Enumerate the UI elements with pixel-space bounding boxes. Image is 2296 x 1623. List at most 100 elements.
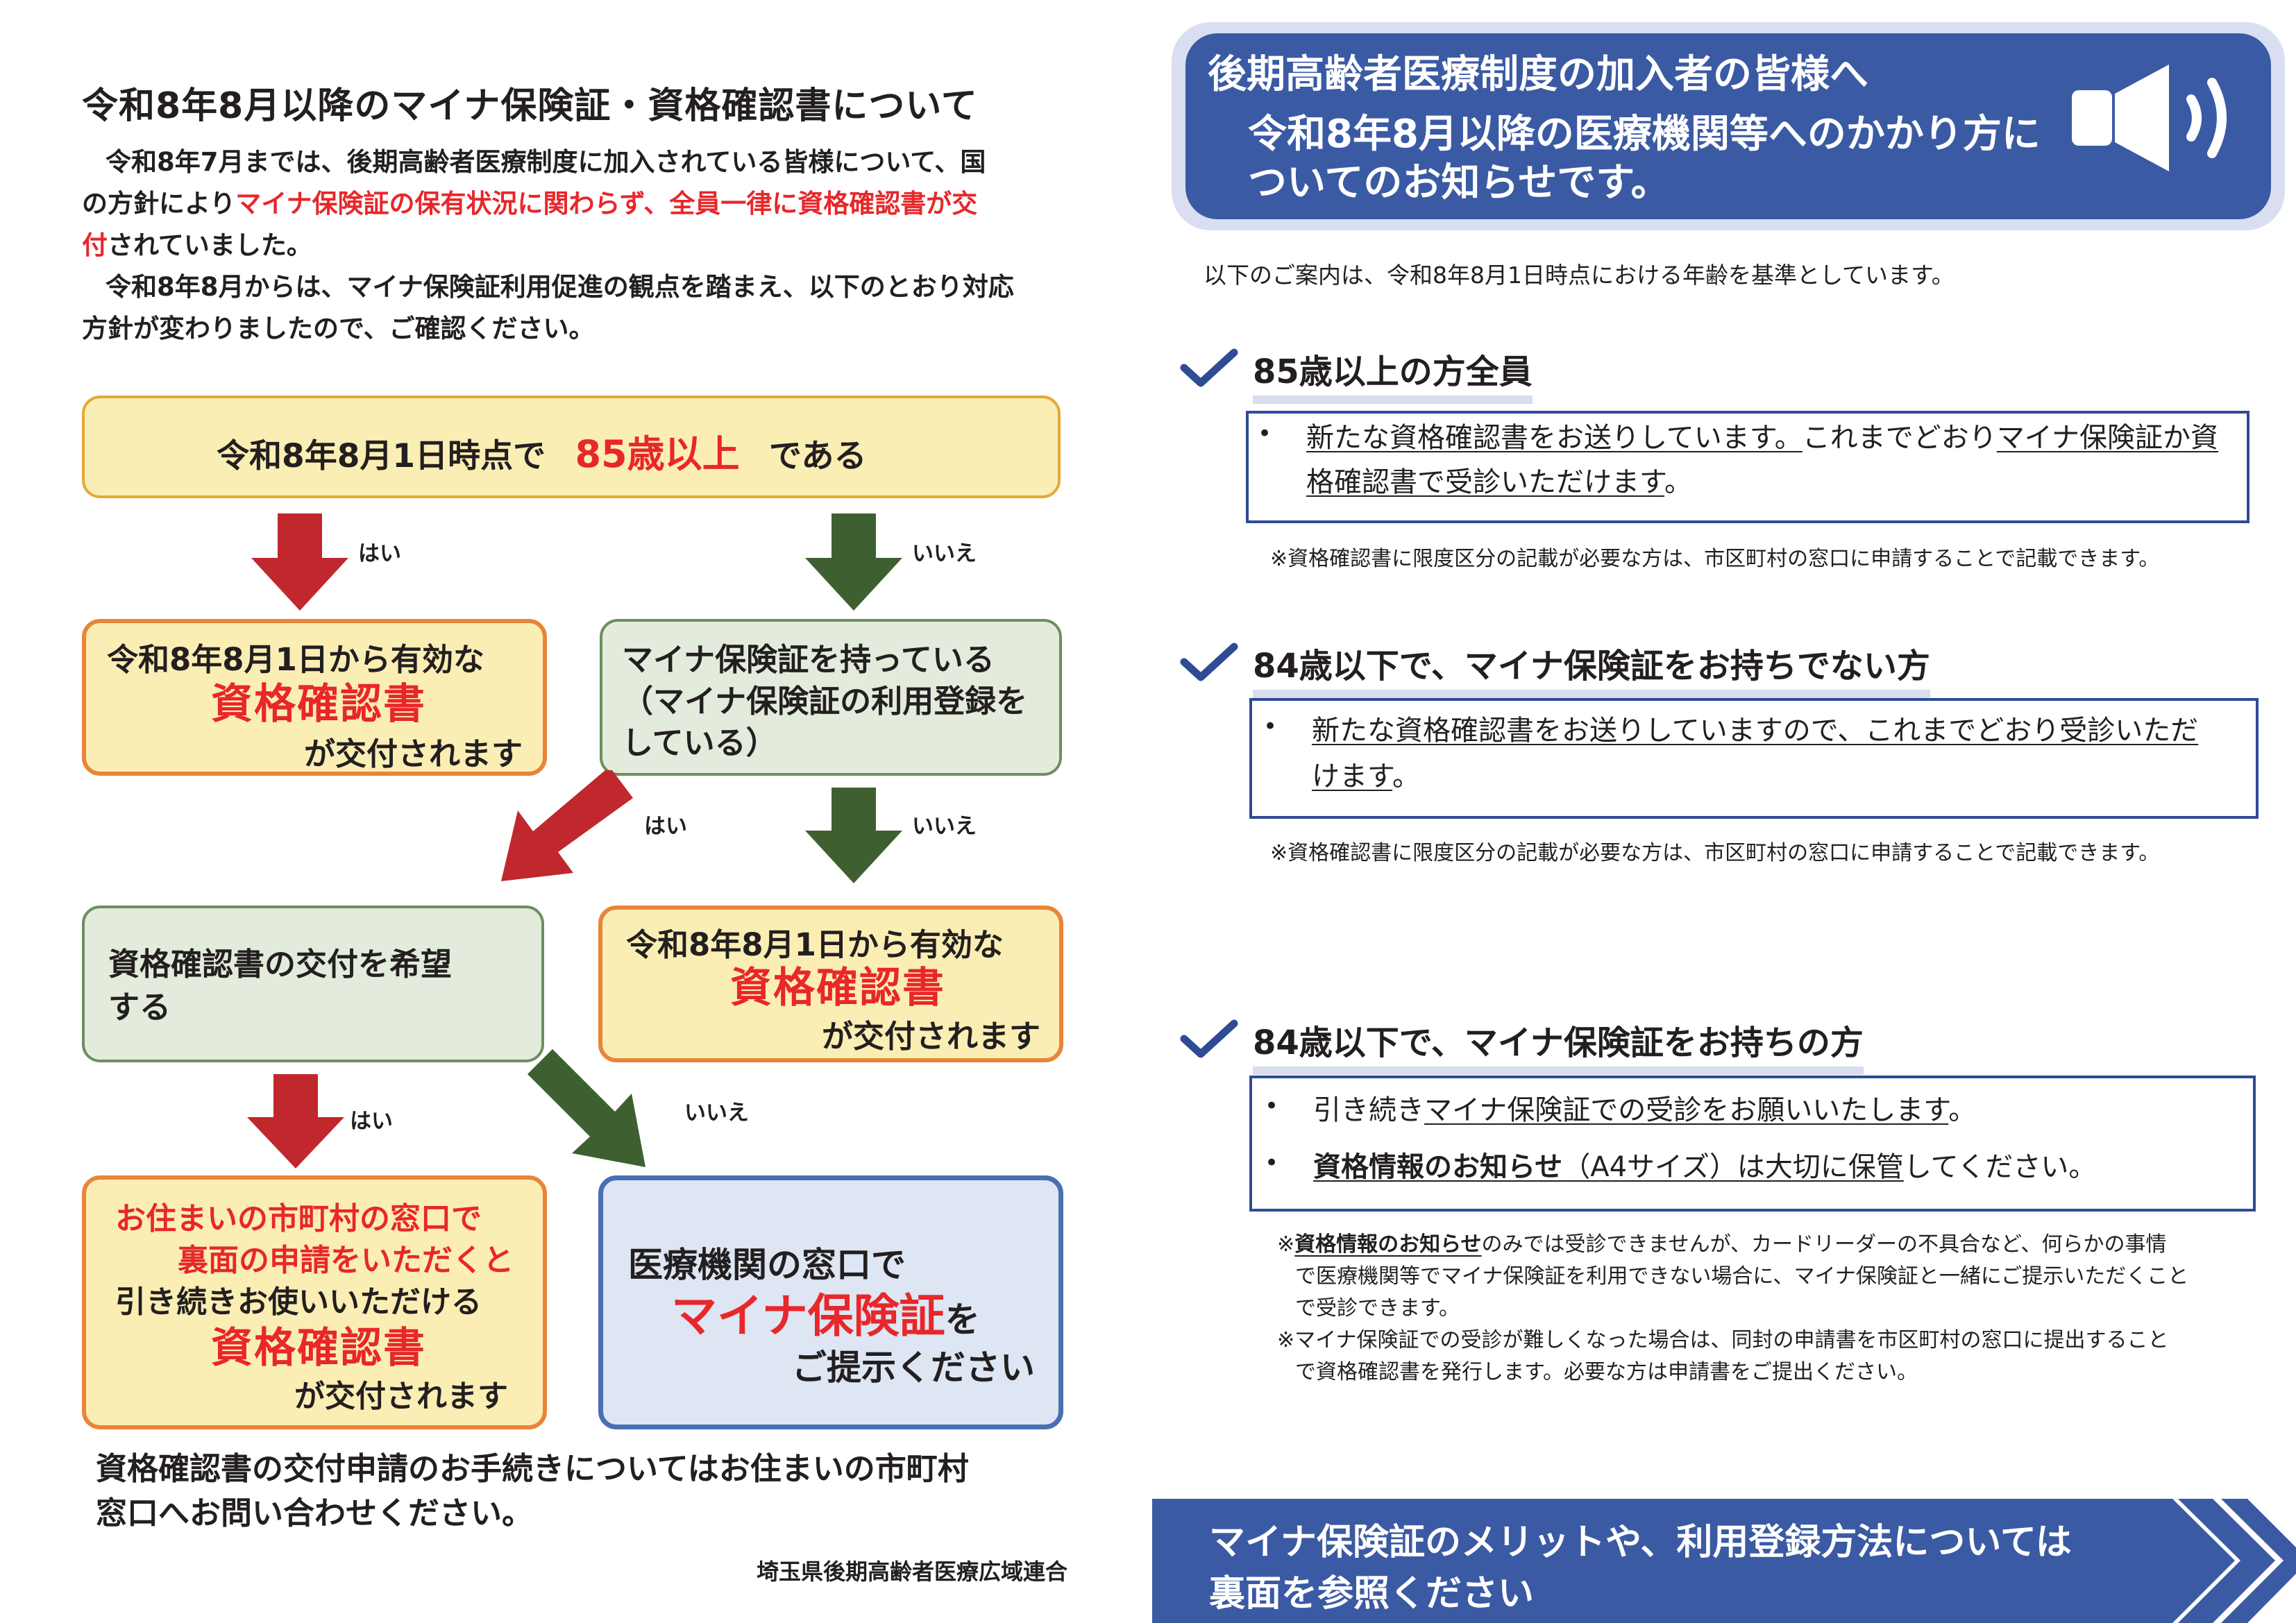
section-note: ※資格確認書に限度区分の記載が必要な方は、市区町村の窓口に申請することで記載でき… (1270, 841, 2160, 865)
arrow-diagonal-green (527, 1049, 645, 1167)
result-text: を (945, 1300, 980, 1340)
result-highlight: 裏面の申請をいただくと (178, 1243, 514, 1278)
result-highlight: 資格確認書 (211, 680, 426, 729)
yes-label: はい (644, 814, 687, 839)
question-text: 令和8年8月1日時点で 85歳以上 である (217, 423, 867, 478)
text: 。 (1392, 760, 1420, 792)
no-label: いいえ (912, 814, 977, 839)
section-line: 資格情報のお知らせ（A4サイズ）は大切に保管してください。 (1313, 1144, 2096, 1184)
underlined-text: 新たな資格確認書 (1306, 422, 1528, 454)
question-line: している） (622, 724, 777, 761)
result-line: マイナ保険証を (671, 1279, 980, 1345)
text: これまでどおり (1802, 422, 1997, 454)
underlined-text: マイナ保険証 (1424, 1094, 1591, 1126)
footer-note: 資格確認書の交付申請のお手続きについてはお住まいの市町村 窓口へお問い合わせくだ… (96, 1447, 1067, 1536)
result-apply-at-municipality: お住まいの市町村の窓口で 裏面の申請をいただくと 引き続きお使いいただける 資格… (82, 1175, 547, 1429)
section-note: で資格確認書を発行します。必要な方は申請書をご提出ください。 (1295, 1360, 1918, 1384)
bullet: • (1258, 420, 1272, 448)
underlined-text: で受診いただけます (1417, 466, 1664, 498)
question-has-mynumber-insurance: マイナ保険証を持っている （マイナ保険証の利用登録を している） (600, 619, 1062, 776)
section-line: 格確認書で受診いただけます。 (1306, 459, 1692, 500)
section-box-84-with-card (1249, 1076, 2256, 1212)
footer-line: 窓口へお問い合わせください。 (96, 1495, 534, 1531)
result-highlight: マイナ保険証 (671, 1289, 945, 1343)
section-heading-85-plus: 85歳以上の方全員 (1253, 344, 1533, 404)
intro-line: の方針によりマイナ保険証の保有状況に関わらず、全員一律に資格確認書が交 (82, 183, 1067, 225)
intro-text: の方針により (82, 189, 236, 219)
intro-paragraph-2: 令和8年8月からは、マイナ保険証利用促進の観点を踏まえ、以下のとおり対応 方針が… (82, 266, 1067, 350)
q1-text-c: である (769, 437, 867, 475)
bullet: • (1265, 1149, 1279, 1177)
banner-text: 裏面を参照ください (1209, 1573, 1535, 1615)
section-line: 新たな資格確認書をお送りしています。これまでどおりマイナ保険証か資 (1306, 415, 2218, 455)
section-note: で受診できます。 (1295, 1296, 1460, 1320)
result-line: が交付されます (822, 1018, 1041, 1055)
underlined-text: での受診をお願いいたします (1590, 1094, 1949, 1126)
section-box-85-plus (1246, 411, 2249, 523)
result-highlight: お住まいの市町村の窓口で (115, 1201, 482, 1237)
q1-text-a: 令和8年8月1日時点で (217, 437, 546, 475)
result-line: が交付されます (304, 736, 523, 772)
intro-text: されていました。 (108, 230, 312, 260)
result-line: 令和8年8月1日から有効な (626, 926, 1004, 963)
result-line: 引き続きお使いいただける (115, 1284, 482, 1320)
question-wants-certificate: 資格確認書の交付を希望 する (82, 906, 544, 1062)
arrow-down-red (251, 513, 348, 611)
bullet: • (1263, 713, 1278, 740)
underlined-text: 資格情報のお知らせ (1294, 1232, 1482, 1257)
result-line: が交付されます (294, 1379, 508, 1414)
underlined-text: 新たな資格確認書 (1312, 715, 1534, 747)
section-heading-84-no-card: 84歳以下で、マイナ保険証をお持ちでない方 (1253, 638, 1930, 698)
text: 。 (1948, 1094, 1977, 1126)
section-note: ※マイナ保険証での受診が難しくなった場合は、同封の申請書を市区町村の窓口に提出す… (1277, 1328, 2169, 1352)
section-box-84-no-card (1249, 698, 2259, 819)
intro-line: 方針が変わりましたので、ご確認ください。 (82, 314, 595, 343)
underlined-text: けます (1312, 760, 1392, 792)
footer-line: 資格確認書の交付申請のお手続きについてはお住まいの市町村 (96, 1450, 969, 1487)
page-title: 令和8年8月以降のマイナ保険証・資格確認書について (82, 85, 978, 127)
intro-line: 令和8年7月までは、後期高齢者医療制度に加入されている皆様について、国 (105, 147, 986, 177)
age-basis-note: 以下のご案内は、令和8年8月1日時点における年齢を基準としています。 (1204, 262, 1955, 289)
result-line: 医療機関の窓口で (628, 1245, 906, 1285)
result-present-mynumber-card: 医療機関の窓口で マイナ保険証を ご提示ください (598, 1175, 1063, 1429)
result-certificate-issued-2: 令和8年8月1日から有効な 資格確認書 が交付されます (598, 906, 1063, 1062)
speaker-icon (2072, 65, 2227, 171)
no-label: いいえ (912, 541, 977, 566)
intro-line: 付されていました。 (82, 225, 1067, 266)
arrow-down-red (247, 1074, 344, 1169)
result-line: ご提示ください (792, 1348, 1035, 1388)
underlined-text: マイナ保険証か資 (1996, 422, 2219, 454)
text: ※ (1277, 1232, 1295, 1257)
result-highlight: 資格確認書 (211, 1324, 426, 1373)
underlined-text: （A4サイズ）は大切に保管 (1562, 1151, 1904, 1183)
result-line: 令和8年8月1日から有効な (107, 641, 484, 678)
section-heading-84-with-card: 84歳以下で、マイナ保険証をお持ちの方 (1253, 1015, 1864, 1075)
check-icon (1180, 643, 1238, 681)
check-icon (1180, 1019, 1238, 1058)
section-note: で医療機関等でマイナ保険証を利用できない場合に、マイナ保険証と一緒にご提示いただ… (1295, 1264, 2189, 1289)
arrow-diagonal-red (501, 770, 633, 881)
bullet: • (1265, 1092, 1279, 1120)
yes-label: はい (350, 1109, 393, 1134)
arrow-down-green (805, 513, 902, 611)
arrow-down-green (805, 788, 902, 883)
header-subtitle: ついてのお知らせです。 (1248, 160, 1670, 205)
result-certificate-issued-1: 令和8年8月1日から有効な 資格確認書 が交付されます (82, 619, 547, 776)
organization-name: 埼玉県後期高齢者医療広域連合 (756, 1558, 1067, 1585)
banner-text: マイナ保険証のメリットや、利用登録方法については (1209, 1522, 2072, 1563)
intro-line: 令和8年8月からは、マイナ保険証利用促進の観点を踏まえ、以下のとおり対応 (105, 272, 1014, 302)
intro-highlight: 付 (82, 230, 108, 260)
result-highlight: 資格確認書 (730, 964, 945, 1012)
no-label: いいえ (684, 1101, 749, 1125)
text: 引き続き (1313, 1094, 1424, 1126)
question-line: する (108, 989, 171, 1026)
intro-paragraph-1: 令和8年7月までは、後期高齢者医療制度に加入されている皆様について、国 の方針に… (82, 142, 1067, 266)
underlined-text: をお送りしています。 (1528, 422, 1803, 454)
question-line: （マイナ保険証の利用登録を (622, 683, 1028, 720)
section-line: 引き続きマイナ保険証での受診をお願いいたします。 (1313, 1087, 1976, 1128)
header-title: 後期高齢者医療制度の加入者の皆様へ (1208, 52, 1868, 97)
underlined-text: をお送りしていますので、これまでどおり受診いただ (1534, 715, 2199, 747)
text: 。 (1664, 466, 1692, 498)
section-line: 新たな資格確認書をお送りしていますので、これまでどおり受診いただ (1312, 708, 2198, 748)
yes-label: はい (358, 541, 401, 566)
